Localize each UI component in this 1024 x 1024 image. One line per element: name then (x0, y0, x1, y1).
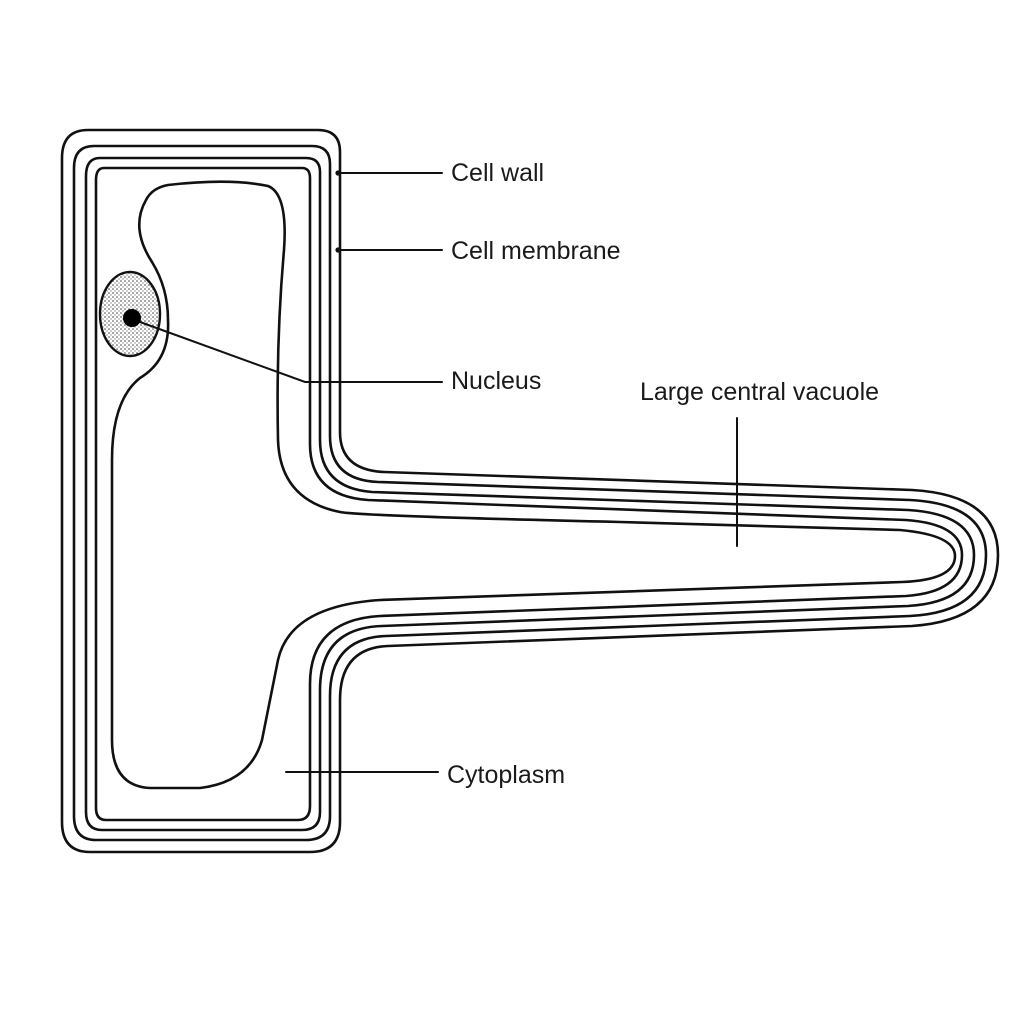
label-nucleus: Nucleus (451, 367, 542, 395)
leader-nucleus (139, 321, 443, 383)
large-central-vacuole (110, 180, 957, 790)
leader-lines (139, 170, 738, 773)
leader-cell-wall-dot (335, 170, 341, 176)
cell-wall-inner (72, 144, 988, 842)
cell-wall-outer (60, 128, 1000, 854)
cell-membrane (84, 156, 976, 832)
label-cell-wall: Cell wall (451, 159, 545, 187)
cytoplasm-inner-line (94, 166, 964, 822)
label-cytoplasm: Cytoplasm (447, 761, 566, 789)
leader-cell-membrane-dot (335, 247, 341, 253)
nucleolus (123, 309, 141, 327)
label-cell-membrane: Cell membrane (451, 237, 621, 265)
label-large-central-vacuole: Large central vacuole (640, 378, 880, 406)
